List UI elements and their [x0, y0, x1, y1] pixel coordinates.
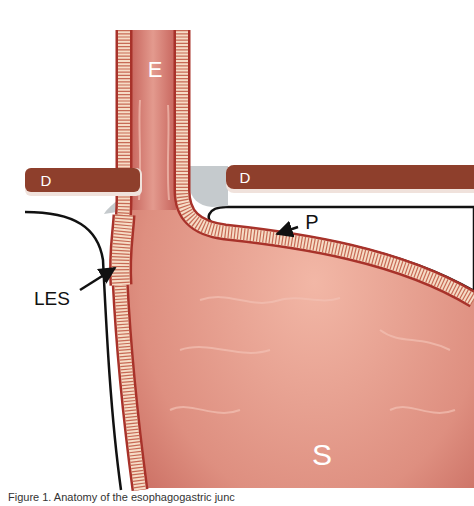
leader-arrow	[80, 268, 115, 290]
diaphragm-label: D	[240, 170, 251, 185]
leader-arrow	[277, 227, 298, 234]
stomach-lumen	[120, 30, 474, 488]
diaphragm	[25, 165, 474, 196]
figure-caption: Figure 1. Anatomy of the esophagogastric…	[8, 491, 235, 503]
sphincter-label: LES	[34, 289, 70, 308]
membrane-line	[25, 212, 121, 490]
membrane-label: P	[305, 212, 318, 232]
diaphragm-label: D	[41, 173, 52, 188]
stomach-label: S	[312, 440, 332, 470]
muscle-wall	[120, 30, 474, 490]
ligament	[189, 166, 228, 207]
esophagus-label: E	[148, 59, 163, 81]
